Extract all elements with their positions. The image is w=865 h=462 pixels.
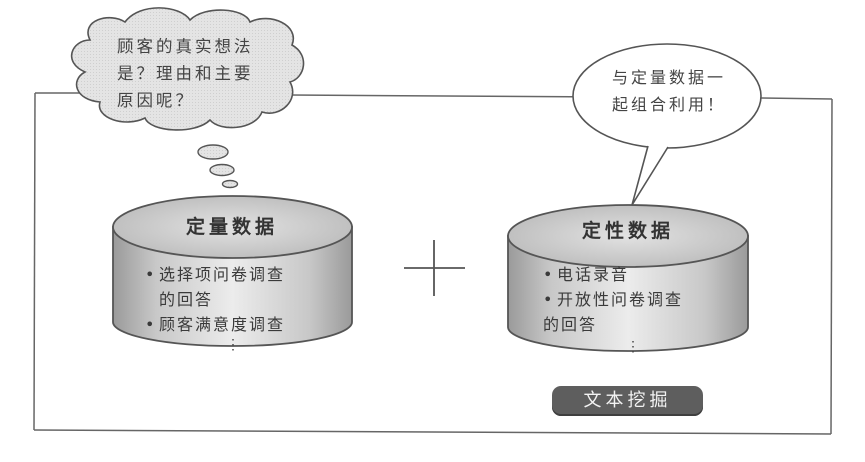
list-item: •电话录音: [543, 262, 683, 287]
list-item-text: 开放性问卷调查: [557, 290, 684, 309]
quantitative-title: 定量数据: [186, 216, 279, 238]
bullet-icon: •: [543, 290, 555, 309]
text-mining-label: 文本挖掘: [552, 386, 703, 416]
list-item: •顾客满意度调查: [145, 312, 285, 337]
list-item-text: 的回答: [159, 290, 214, 309]
thought-cloud: [70, 7, 305, 189]
list-item-continuation: 的回答: [543, 312, 683, 337]
list-item-text: 电话录音: [557, 265, 630, 284]
plus-icon: [404, 240, 465, 296]
thought-line: 顾客的真实想法: [117, 37, 254, 56]
speech-line: 与定量数据一: [612, 68, 727, 87]
cylinder-qualitative: [507, 204, 749, 352]
list-item: •开放性问卷调查: [543, 287, 683, 312]
list-item-text: 顾客满意度调查: [159, 315, 286, 334]
speech-bubble: [572, 43, 762, 206]
cylinder-quantitative: [112, 195, 353, 347]
more-items-icon: ⋮: [626, 339, 640, 355]
list-item-continuation: 的回答: [145, 287, 285, 312]
thought-bubble-text: 顾客的真实想法 是？理由和主要 原因呢？: [117, 33, 254, 114]
bullet-icon: •: [145, 265, 157, 284]
bullet-icon: •: [543, 265, 555, 284]
thought-dot-large: [197, 144, 229, 160]
speech-bubble-text: 与定量数据一 起组合利用！: [612, 64, 726, 118]
list-item-text: 选择项问卷调查: [159, 265, 286, 284]
qualitative-title: 定性数据: [582, 220, 675, 242]
quantitative-items: •选择项问卷调查 的回答 •顾客满意度调查: [145, 262, 285, 337]
list-item: •选择项问卷调查: [145, 262, 285, 287]
bullet-icon: •: [145, 315, 157, 334]
more-items-icon: ⋮: [226, 337, 240, 353]
list-item-text: 的回答: [543, 315, 598, 334]
thought-line: 是？理由和主要: [117, 64, 254, 83]
frame: [33, 92, 833, 435]
thought-line: 原因呢？: [117, 91, 195, 110]
thought-dot-small: [221, 179, 239, 189]
thought-dot-medium: [209, 163, 235, 177]
speech-line: 起组合利用！: [612, 95, 727, 114]
qualitative-items: •电话录音 •开放性问卷调查 的回答: [543, 262, 683, 337]
